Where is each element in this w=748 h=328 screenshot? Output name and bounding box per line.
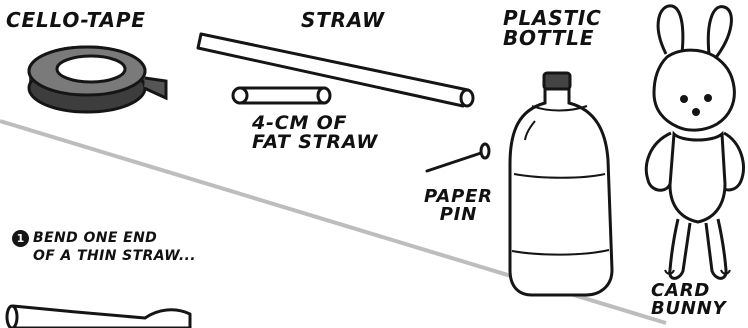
plastic-bottle-label-line-2: BOTTLE: [503, 26, 595, 51]
paper-pin-label-line-2: PIN: [439, 204, 478, 226]
card-bunny-label-line-2: BUNNY: [651, 298, 727, 320]
step-one-instruction-line-1: BEND ONE END: [33, 230, 158, 246]
paper-pin-label-line-1: PAPER: [424, 186, 493, 207]
bent-straw-illustration: [5, 304, 192, 328]
paper-pin-label: PAPER PIN: [424, 186, 493, 226]
card-bunny-illustration: [644, 4, 745, 280]
fat-straw-label-line-1: 4-CM OF: [252, 112, 348, 134]
straw-label: STRAW: [301, 8, 385, 32]
cello-tape-illustration: [27, 45, 168, 114]
plastic-bottle-label: PLASTIC BOTTLE: [503, 8, 602, 49]
plastic-bottle-illustration: [508, 71, 614, 297]
step-one-instruction: BEND ONE END OF A THIN STRAW...: [33, 230, 196, 265]
plastic-bottle-label-line-1: PLASTIC: [503, 6, 602, 30]
thin-straw-illustration: [196, 32, 475, 108]
paper-pin-illustration: [425, 142, 491, 173]
fat-straw-label: 4-CM OF FAT STRAW: [252, 112, 379, 154]
step-one-instruction-line-2: OF A THIN STRAW...: [33, 247, 196, 264]
fat-straw-illustration: [231, 86, 332, 105]
cello-tape-label: CELLO-TAPE: [6, 8, 146, 32]
fat-straw-label-line-2: FAT STRAW: [252, 131, 379, 154]
card-bunny-label: CARD BUNNY: [651, 280, 727, 320]
step-number-badge: 1: [12, 230, 29, 247]
card-bunny-label-line-1: CARD: [651, 280, 711, 301]
